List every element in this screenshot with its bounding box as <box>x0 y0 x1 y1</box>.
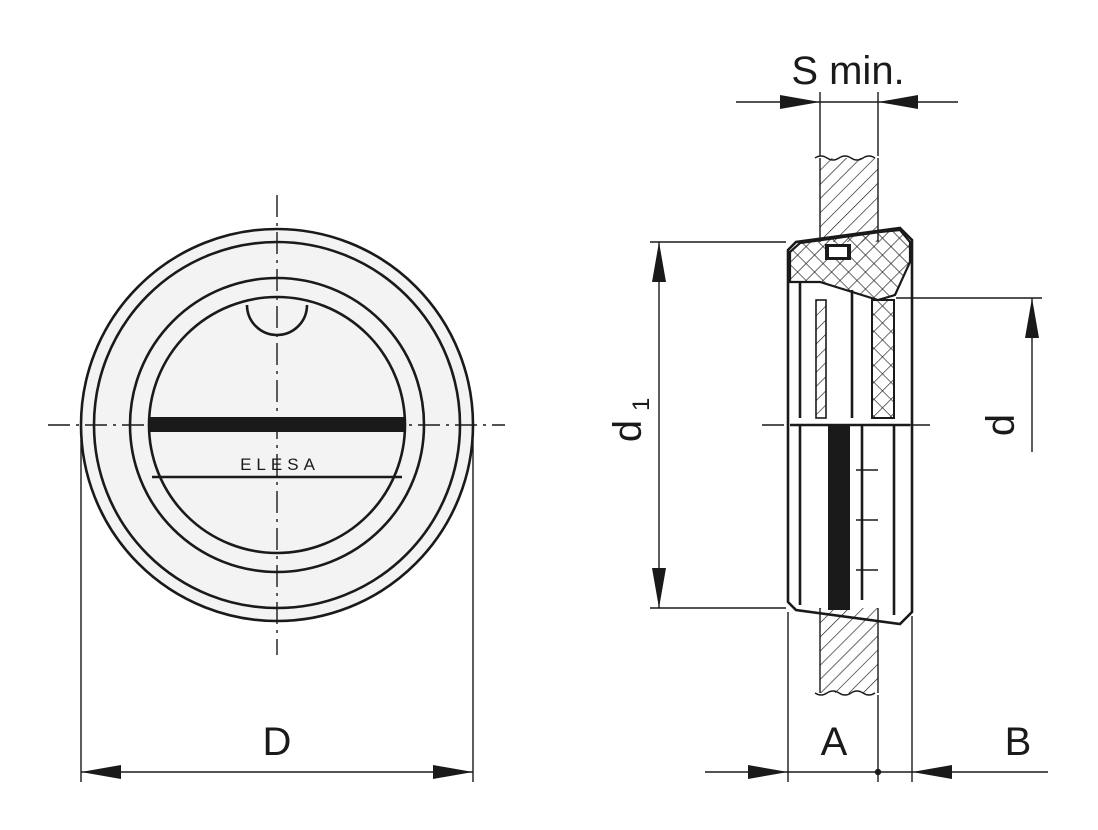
brand-mark: ELESA <box>240 455 320 474</box>
dimension-d-label: d <box>979 414 1023 436</box>
dimension-S-min: S min. <box>736 49 958 156</box>
wall-upper <box>820 158 878 242</box>
dimension-d: d <box>896 297 1042 452</box>
wall-lower <box>820 608 878 693</box>
front-view: ELESA <box>48 195 505 655</box>
dimension-A-label: A <box>821 720 848 764</box>
slot-section <box>828 425 850 610</box>
flange-section <box>788 228 912 302</box>
dimension-d1: d 1 <box>606 241 786 609</box>
dimension-A-B: A B <box>705 612 1048 782</box>
dimension-B-label: B <box>1005 720 1032 764</box>
dimension-d1-subscript: 1 <box>628 398 655 411</box>
inner-wall-section <box>871 299 895 419</box>
body-outline <box>786 226 914 626</box>
dimension-S-min-label: S min. <box>791 49 904 93</box>
dimension-D: D <box>80 440 474 782</box>
dimension-d1-label: d <box>606 420 650 442</box>
glass-section <box>815 299 827 419</box>
dimension-D-label: D <box>263 720 292 764</box>
side-section-view <box>762 155 930 696</box>
